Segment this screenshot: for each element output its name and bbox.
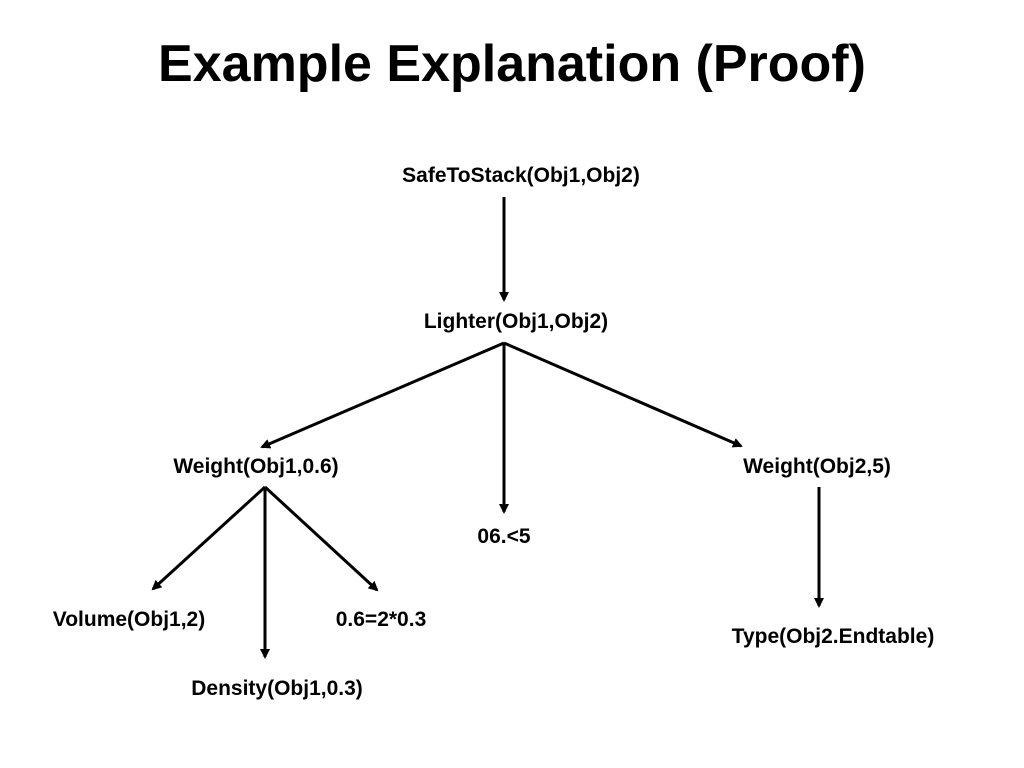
node-weight-obj2: Weight(Obj2,5) (743, 455, 891, 478)
node-type-obj2: Type(Obj2.Endtable) (731, 625, 935, 648)
node-compare: 06.<5 (477, 525, 531, 548)
node-volume: Volume(Obj1,2) (52, 608, 206, 631)
node-product: 0.6=2*0.3 (335, 608, 427, 631)
node-density: Density(Obj1,0.3) (191, 677, 363, 700)
node-weight-obj1: Weight(Obj1,0.6) (173, 455, 339, 478)
node-lighter: Lighter(Obj1,Obj2) (423, 310, 609, 333)
edge-weight1-to-volume (151, 485, 267, 591)
edge-weight1-to-product (263, 485, 379, 592)
node-safe-to-stack: SafeToStack(Obj1,Obj2) (402, 164, 640, 187)
slide-title: Example Explanation (Proof) (158, 35, 866, 93)
edge-lighter-to-weight2 (503, 341, 743, 448)
edge-lighter-to-weight1 (260, 341, 505, 449)
